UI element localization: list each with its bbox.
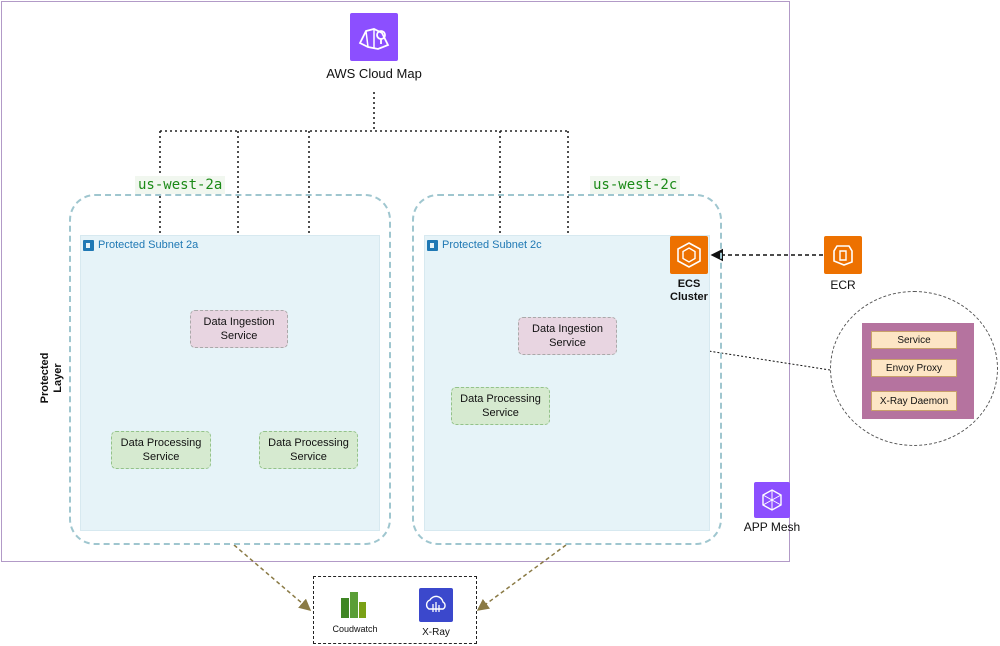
task-definition-panel: Service Envoy Proxy X-Ray Daemon bbox=[862, 323, 974, 419]
protected-layer-label: Protected Layer bbox=[39, 348, 65, 408]
subnet-2a: Protected Subnet 2a bbox=[80, 235, 380, 531]
service-line1: Data Processing bbox=[268, 437, 349, 449]
service-line1: Data Ingestion bbox=[532, 323, 603, 335]
subnet-2c-header: Protected Subnet 2c bbox=[427, 239, 542, 251]
task-item-xray-daemon: X-Ray Daemon bbox=[871, 391, 957, 411]
cloud-map-icon bbox=[350, 13, 398, 61]
region-us-west-2a bbox=[69, 194, 391, 545]
ecr-icon[interactable] bbox=[824, 236, 862, 274]
ecs-line1: ECS bbox=[677, 278, 701, 290]
ecs-cluster-icon[interactable] bbox=[670, 236, 708, 274]
task-item-envoy-proxy: Envoy Proxy bbox=[871, 359, 957, 377]
service-line1: Data Processing bbox=[120, 437, 202, 449]
lock-icon bbox=[427, 239, 438, 251]
service-line1: Data Processing bbox=[460, 393, 541, 405]
task-item-service: Service bbox=[871, 331, 957, 349]
service-line2: Service bbox=[142, 451, 180, 463]
subnet-2c-label: Protected Subnet 2c bbox=[442, 239, 542, 251]
protected-layer-line2: Layer bbox=[52, 363, 64, 393]
protected-layer-boundary bbox=[1, 1, 790, 562]
region-us-west-2a-label: us-west-2a bbox=[135, 176, 226, 194]
cloudwatch-icon[interactable] bbox=[336, 587, 370, 621]
protected-layer-line1: Protected bbox=[39, 352, 51, 404]
cloudwatch-label: Coudwatch bbox=[332, 624, 378, 634]
subnet-2a-header: Protected Subnet 2a bbox=[83, 239, 198, 251]
app-mesh-label: APP Mesh bbox=[743, 520, 801, 534]
ecs-cluster-label: ECS Cluster bbox=[659, 278, 719, 304]
xray-label: X-Ray bbox=[422, 627, 450, 638]
subnet-2c: Protected Subnet 2c bbox=[424, 235, 710, 531]
ecr-label: ECR bbox=[830, 278, 856, 292]
xray-icon[interactable] bbox=[419, 588, 453, 622]
service-line2: Service bbox=[290, 451, 327, 463]
region-us-west-2c bbox=[412, 194, 722, 545]
subnet-2a-label: Protected Subnet 2a bbox=[98, 239, 199, 251]
ecs-line2: Cluster bbox=[670, 291, 708, 303]
service-line1: Data Ingestion bbox=[203, 316, 275, 328]
cloud-map-label: AWS Cloud Map bbox=[326, 66, 422, 81]
monitoring-box: Coudwatch X-Ray bbox=[313, 576, 477, 644]
region-2a-monitoring-arrow bbox=[233, 544, 312, 611]
region-us-west-2c-label: us-west-2c bbox=[590, 176, 681, 194]
task-detail-callout bbox=[830, 291, 998, 446]
service-line2: Service bbox=[482, 407, 519, 419]
service-line2: Service bbox=[220, 330, 258, 342]
app-mesh-icon[interactable] bbox=[754, 482, 790, 518]
region-2c-monitoring-arrow bbox=[476, 544, 567, 611]
lock-icon bbox=[83, 239, 94, 251]
service-line2: Service bbox=[549, 337, 586, 349]
